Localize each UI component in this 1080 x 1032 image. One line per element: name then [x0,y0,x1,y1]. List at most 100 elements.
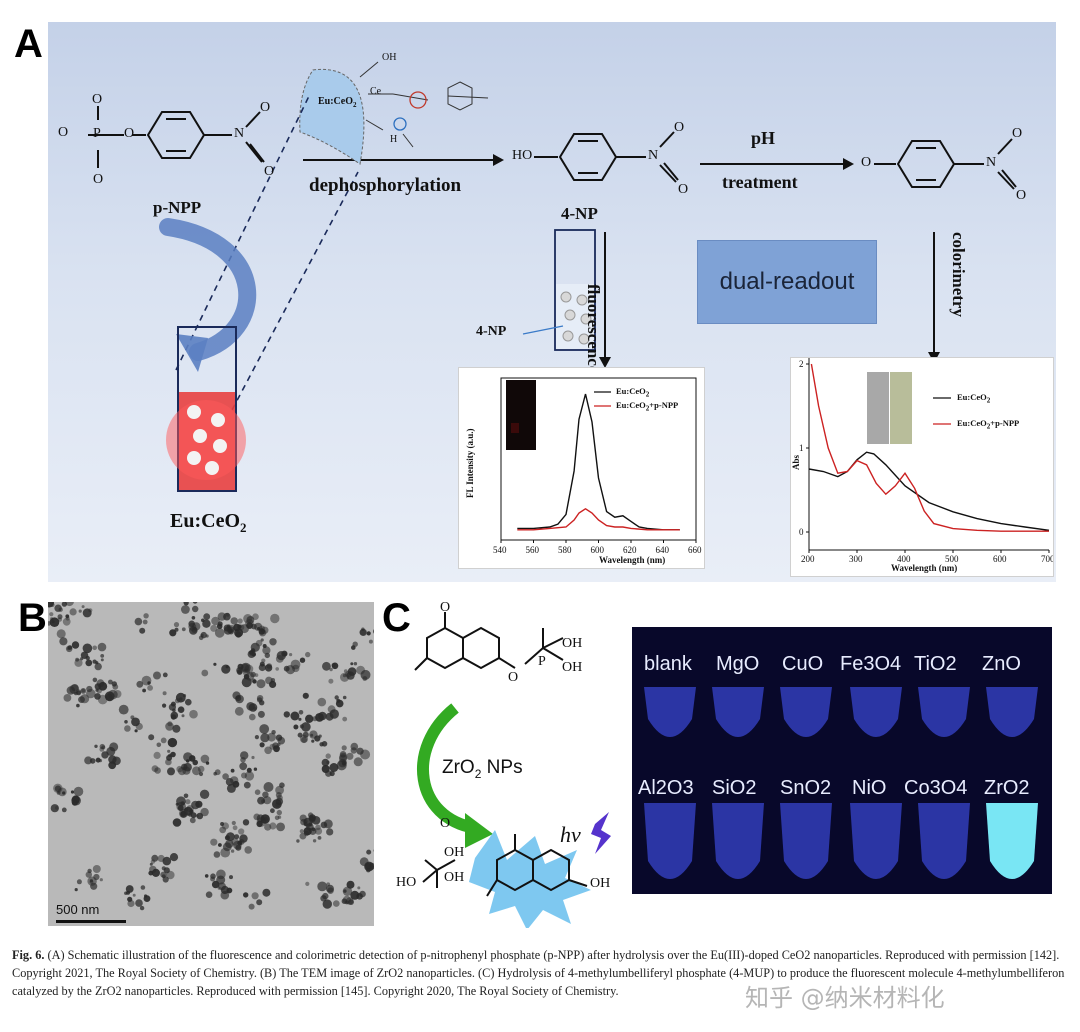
green-arrow [417,703,477,834]
tem-particle [254,789,261,795]
tem-particle [199,789,210,799]
abs-x-tick-label: 500 [945,554,959,564]
tube [712,803,764,879]
tem-particle [359,857,369,867]
abs-x-tick-label: 300 [849,554,863,564]
atom-o: O [264,164,275,179]
tem-particle [305,651,311,658]
tem-particle [242,819,250,826]
tem-particle [189,709,198,719]
hv-label: hv [560,822,581,847]
tem-particle [314,827,323,835]
np-side-label: 4-NP [476,324,507,339]
tem-particle [85,659,93,667]
tem-particle [132,893,136,897]
tem-particle [350,742,359,751]
tem-particle [368,639,373,644]
nano-label: Eu:CeO2 [318,96,357,109]
tem-particle [311,827,316,832]
abs-legend-1: Eu:CeO2 [957,392,991,405]
tube-label-top: TiO2 [914,653,957,675]
tem-particle [65,602,74,607]
tem-particle [169,853,179,862]
tem-particle [92,677,98,683]
tem-particle [97,642,107,652]
tem-particle [302,692,309,699]
tem-particle [342,695,347,700]
fl-legend-1: Eu:CeO2 [616,386,650,399]
tem-particle [204,874,209,878]
tem-particle [165,722,174,731]
tem-particle [261,626,269,634]
tem-particle [167,721,173,727]
tem-particle [181,605,190,614]
tem-particle [312,716,318,722]
tem-particle [82,643,93,654]
atom-o: O [93,172,104,187]
tem-particle [348,899,354,905]
fl-x-tick-label: 600 [591,545,605,555]
tem-particle [190,812,197,819]
tem-particle [221,664,231,674]
tube-label-bottom: Al2O3 [638,777,694,799]
tem-particle [230,768,235,773]
tem-particle [154,767,161,774]
nitrophenolate-structure [874,138,1017,190]
caption-text: (A) Schematic illustration of the fluore… [12,948,1065,998]
tem-particle [183,793,189,799]
tem-particle [71,684,79,692]
atom-oh: OH [562,660,583,675]
tem-particle [100,658,104,662]
tem-particle [249,713,256,721]
tem-particle [228,628,234,635]
tem-particle [205,891,213,898]
curved-arrow [159,218,257,361]
abs-x-tick-label: 200 [801,554,815,564]
pnpp-structure [88,106,265,168]
tem-particle [362,676,368,681]
tem-particle [101,751,109,759]
tem-particle [136,680,144,688]
tem-particle [139,627,146,634]
tem-particle [256,899,263,906]
tem-particle [256,820,263,828]
tem-particle [305,714,314,723]
tem-particle [237,618,243,624]
tem-particle [74,691,78,696]
np-label: 4-NP [561,204,598,223]
tem-particle [256,814,265,822]
tem-particle [251,755,255,760]
tem-particle [239,762,248,771]
tem-particle [200,754,210,764]
tem-particle [299,657,306,663]
tem-particle [92,865,101,873]
tem-particle [244,846,252,854]
fl-photo-inset [506,380,536,450]
tem-particle [331,662,336,668]
tem-particle [230,617,238,625]
tem-particle [366,849,372,855]
caption-fig-number: Fig. 6. [12,948,45,962]
tem-particle [366,631,371,636]
tem-particle [192,759,198,766]
abs-x-tick-label: 400 [897,554,911,564]
tem-particle [311,739,315,743]
tem-particle [341,898,348,904]
tem-particle [50,602,55,607]
tube-label-bottom: NiO [852,777,887,799]
tube [918,803,970,879]
tem-particle [56,791,61,795]
euceo2-label: Eu:CeO2 [170,510,247,535]
tem-particle [347,667,357,676]
tem-particle [99,743,105,750]
tem-particle [201,669,209,677]
tem-particle [93,873,100,881]
tem-particle [231,820,236,826]
tem-particle [214,628,225,638]
tem-particle [253,767,258,771]
tem-particle [153,671,161,680]
tube [780,687,832,737]
tem-particle [50,617,54,621]
lightning-icon [591,812,611,854]
